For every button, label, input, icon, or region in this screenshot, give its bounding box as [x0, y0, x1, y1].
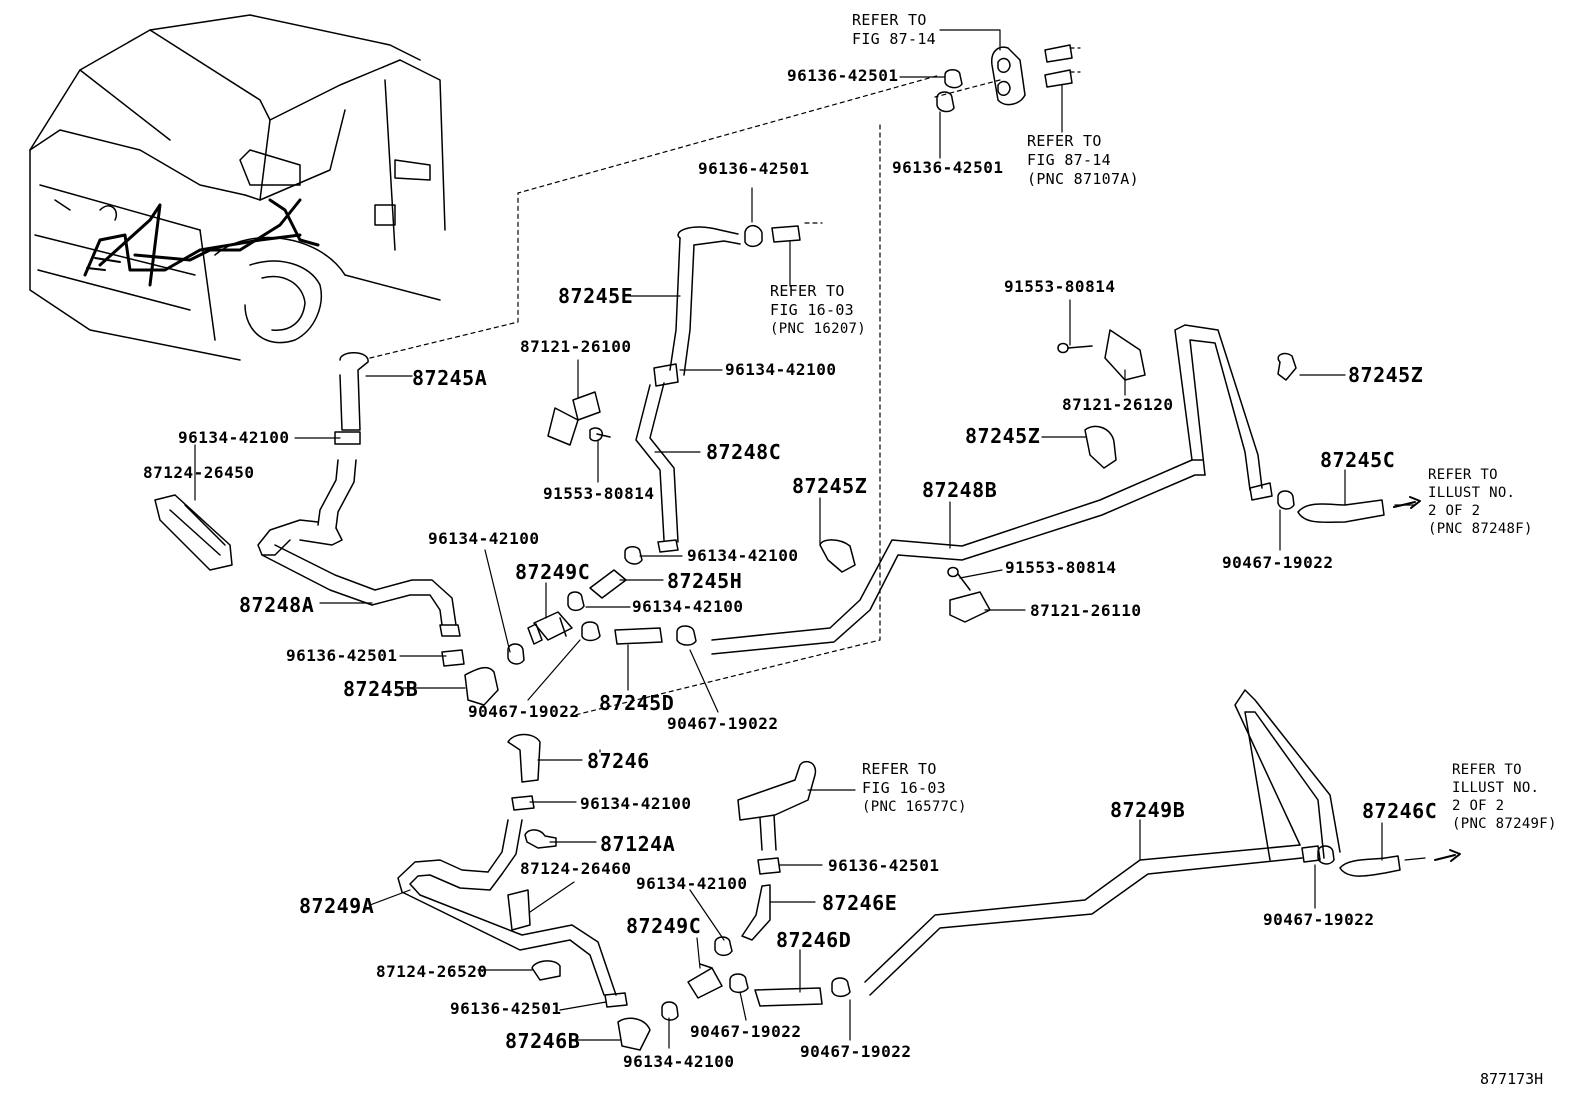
part-label[interactable]: 96134-42100	[725, 360, 837, 379]
part-label[interactable]: 87245Z	[1348, 363, 1424, 387]
part-label[interactable]: 87124-26450	[143, 463, 255, 482]
part-label[interactable]: 87245E	[558, 284, 634, 308]
part-label[interactable]: 87245H	[667, 569, 743, 593]
part-label[interactable]: 87248A	[239, 593, 315, 617]
ref-line: 2 OF 2	[1428, 503, 1481, 519]
ref-line: (PNC 87249F)	[1452, 816, 1557, 832]
part-label[interactable]: 87246	[587, 749, 650, 773]
ref-line: REFER TO	[1027, 132, 1102, 150]
part-label[interactable]: 90467-19022	[1263, 910, 1375, 929]
ref-note-87-14-a: REFER TO FIG 87-14	[852, 13, 936, 47]
part-label[interactable]: 87246C	[1362, 799, 1438, 823]
part-label[interactable]: 96136-42501	[698, 159, 810, 178]
ref-line: FIG 87-14	[852, 30, 936, 48]
part-label[interactable]: 90467-19022	[468, 702, 580, 721]
part-label[interactable]: 96136-42501	[828, 856, 940, 875]
ref-line: REFER TO	[852, 11, 927, 29]
part-label[interactable]: 96136-42501	[286, 646, 398, 665]
ref-line: (PNC 87248F)	[1428, 521, 1533, 537]
ref-line: FIG 87-14	[1027, 151, 1111, 169]
ref-note-illust-2-b: REFER TO ILLUST NO. 2 OF 2 (PNC 87249F)	[1452, 763, 1557, 831]
part-label[interactable]: 96136-42501	[892, 158, 1004, 177]
ref-note-16-03-a: REFER TO FIG 16-03 (PNC 16207)	[770, 282, 867, 337]
ref-note-87-14-b: REFER TO FIG 87-14 (PNC 87107A)	[1027, 134, 1139, 187]
part-label[interactable]: 96134-42100	[636, 874, 748, 893]
ref-line: REFER TO	[1452, 762, 1522, 778]
ref-line: FIG 16-03	[770, 301, 854, 319]
part-label[interactable]: 87248B	[922, 478, 998, 502]
part-label[interactable]: 91553-80814	[1005, 558, 1117, 577]
part-label[interactable]: 87124-26520	[376, 962, 488, 981]
part-label[interactable]: 96134-42100	[623, 1052, 735, 1071]
part-label[interactable]: 87249B	[1110, 798, 1186, 822]
part-label[interactable]: 96136-42501	[450, 999, 562, 1018]
ref-line: FIG 16-03	[862, 779, 946, 797]
ref-note-illust-2-a: REFER TO ILLUST NO. 2 OF 2 (PNC 87248F)	[1428, 468, 1533, 536]
part-label[interactable]: 90467-19022	[800, 1042, 912, 1061]
part-label[interactable]: 87121-26110	[1030, 601, 1142, 620]
ref-line: REFER TO	[862, 760, 937, 778]
part-label[interactable]: 87245C	[1320, 448, 1396, 472]
part-label[interactable]: 90467-19022	[1222, 553, 1334, 572]
part-label[interactable]: 87245D	[599, 691, 675, 715]
ref-note-16-03-b: REFER TO FIG 16-03 (PNC 16577C)	[862, 760, 967, 815]
ref-line: REFER TO	[1428, 467, 1498, 483]
diagram-id: 877173H	[1480, 1070, 1544, 1088]
vehicle-illustration	[29, 14, 446, 361]
part-label[interactable]: 91553-80814	[543, 484, 655, 503]
part-label[interactable]: 96134-42100	[580, 794, 692, 813]
part-label[interactable]: 87249C	[626, 914, 702, 938]
hose-routing-on-vehicle	[83, 198, 320, 287]
part-label[interactable]: 87121-26100	[520, 337, 632, 356]
part-label[interactable]: 96134-42100	[428, 529, 540, 548]
part-label[interactable]: 91553-80814	[1004, 277, 1116, 296]
dashed-reference-lines	[369, 47, 1081, 716]
ref-line: (PNC 16207)	[770, 321, 867, 337]
part-label[interactable]: 87245B	[343, 677, 419, 701]
part-label[interactable]: 96134-42100	[178, 428, 290, 447]
ref-line: REFER TO	[770, 282, 845, 300]
ref-line: ILLUST NO.	[1452, 780, 1540, 796]
part-label[interactable]: 87246E	[822, 891, 898, 915]
part-label[interactable]: 87124A	[600, 832, 676, 856]
part-label[interactable]: 96134-42100	[687, 546, 799, 565]
ref-line: (PNC 16577C)	[862, 799, 967, 815]
part-label[interactable]: 87124-26460	[520, 859, 632, 878]
part-label[interactable]: 87246B	[505, 1029, 581, 1053]
part-label[interactable]: 96134-42100	[632, 597, 744, 616]
part-label[interactable]: 87245Z	[792, 474, 868, 498]
ref-line: (PNC 87107A)	[1027, 170, 1139, 188]
part-label[interactable]: 87121-26120	[1062, 395, 1174, 414]
leader-lines	[194, 29, 1426, 1049]
part-label[interactable]: 87246D	[776, 928, 852, 952]
part-label[interactable]: 87248C	[706, 440, 782, 464]
ref-line: ILLUST NO.	[1428, 485, 1516, 501]
part-label[interactable]: 87245A	[412, 366, 488, 390]
part-label[interactable]: 90467-19022	[667, 714, 779, 733]
part-label[interactable]: 87249C	[515, 560, 591, 584]
part-label[interactable]: 87245Z	[965, 424, 1041, 448]
ref-line: 2 OF 2	[1452, 798, 1505, 814]
part-label[interactable]: 90467-19022	[690, 1022, 802, 1041]
part-label[interactable]: 96136-42501	[787, 66, 899, 85]
part-label[interactable]: 87249A	[299, 894, 375, 918]
